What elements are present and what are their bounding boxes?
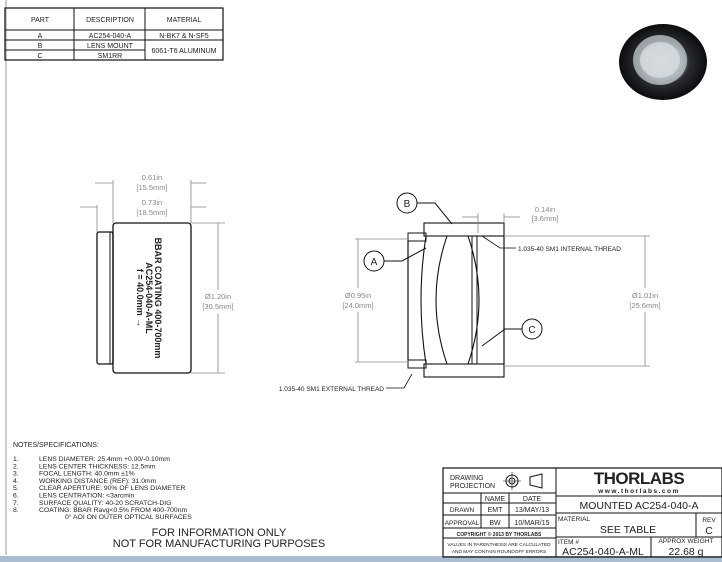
values-note-2: AND MAY CONTAIN ROUNDOFF ERRORS	[452, 549, 546, 555]
note-number: 1.	[13, 456, 19, 463]
drawn-name: EMT	[488, 507, 504, 514]
projection-label-1: DRAWING	[450, 475, 484, 482]
material-value: SEE TABLE	[600, 524, 656, 536]
name-header: NAME	[485, 496, 506, 503]
approval-label: APPROVAL	[445, 520, 480, 527]
note-number: 7.	[13, 500, 19, 507]
item-number: AC254-040-A-ML	[562, 546, 644, 558]
dim-total-length-mm: [18.5mm]	[136, 208, 167, 217]
values-note-1: VALUES IN PARENTHESIS ARE CALCULATED	[447, 542, 551, 548]
cell-material: 6061-T6 ALUMINUM	[152, 48, 217, 55]
rev-label: REV	[702, 517, 716, 524]
copyright: COPYRIGHT © 2013 BY THORLABS	[457, 531, 542, 538]
date-header: DATE	[523, 496, 541, 503]
note-text: COATING: BBAR Ravg<0.5% FROM 400-700nm	[39, 507, 187, 514]
col-header-description: DESCRIPTION	[86, 17, 134, 24]
item-label: ITEM #	[558, 539, 579, 546]
note-text: WORKING DISTANCE (REF): 31.0mm	[39, 478, 157, 485]
note-number: 3.	[13, 471, 19, 478]
drawn-label: DRAWN	[450, 507, 475, 514]
product-photo	[619, 24, 707, 100]
cell-part: A	[38, 33, 43, 40]
note-number: 6.	[13, 493, 19, 500]
dim-thread-dia-mm: [25.6mm]	[629, 301, 660, 310]
approval-name: BW	[489, 520, 501, 527]
engraving-line-1: AC254-040-A-ML	[144, 262, 154, 334]
note-text: SURFACE QUALITY: 40-20 SCRATCH-DIG	[39, 500, 171, 507]
external-thread-label: 1.035-40 SM1 EXTERNAL THREAD	[279, 386, 384, 393]
note-text: FOCAL LENGTH: 40.0mm ±1%	[39, 471, 135, 478]
engraving-line-2: BBAR COATING 400-700mm	[153, 238, 163, 359]
dim-thread-dia-in: Ø1.01in	[632, 291, 658, 300]
cell-material: N-BK7 & N-SF5	[159, 33, 209, 40]
note-number: 4.	[13, 478, 19, 485]
dim-length-in: 0.61in	[142, 173, 162, 182]
section-view: B A C 0.14in [3.6mm] 1.035-40 SM1 INTERN…	[279, 192, 664, 393]
material-label: MATERIAL	[558, 516, 590, 523]
callout-c: C	[528, 325, 535, 336]
dim-top-in: 0.14in	[535, 205, 555, 214]
title-block: DRAWING PROJECTION NAME DATE DRAWN EMT 1…	[442, 467, 722, 558]
note-8-continued: 0° AOI ON OUTER OPTICAL SURFACES	[65, 513, 192, 521]
weight-value: 22.68 g	[668, 546, 703, 558]
dim-total-length-in: 0.73in	[142, 198, 162, 207]
internal-thread-label: 1.035-40 SM1 INTERNAL THREAD	[518, 246, 621, 253]
cell-description: AC254-040-A	[89, 33, 132, 40]
drawing-title: MOUNTED AC254-040-A	[579, 500, 698, 512]
third-angle-projection-icon	[503, 472, 543, 490]
dim-length-mm: [15.5mm]	[136, 183, 167, 192]
note-number: 8.	[13, 507, 19, 514]
cell-part: B	[38, 43, 43, 50]
side-view: AC254-040-A-ML BBAR COATING 400-700mm f …	[80, 173, 236, 374]
rev-value: C	[705, 525, 713, 537]
dim-inner-dia-in: Ø0.95in	[345, 291, 371, 300]
notes: NOTES/SPECIFICATIONS: 1. LENS DIAMETER: 2…	[13, 442, 325, 550]
engraving-line-3: f = 40.0mm →	[135, 269, 145, 327]
dim-diameter-mm: [30.5mm]	[202, 302, 233, 311]
note-number: 5.	[13, 485, 19, 492]
website: www.thorlabs.com	[597, 488, 680, 495]
col-header-part: PART	[31, 17, 50, 24]
weight-label: APPROX WEIGHT	[659, 538, 714, 545]
dim-inner-dia-mm: [24.0mm]	[342, 301, 373, 310]
col-header-material: MATERIAL	[167, 17, 202, 24]
cell-part: C	[37, 53, 42, 60]
approval-date: 10/MAR/15	[514, 520, 549, 527]
cell-description: SM1RR	[98, 53, 123, 60]
dim-top-mm: [3.6mm]	[531, 214, 558, 223]
callout-a: A	[371, 257, 378, 268]
projection-label-2: PROJECTION	[450, 483, 495, 490]
bottom-scroll-bar[interactable]	[0, 556, 722, 562]
note-text: LENS DIAMETER: 25.4mm +0.00/-0.10mm	[39, 456, 170, 463]
note-number: 2.	[13, 463, 19, 470]
disclaimer-line-1: FOR INFORMATION ONLY	[152, 527, 287, 539]
cell-description: LENS MOUNT	[87, 43, 134, 50]
dim-diameter-in: Ø1.20in	[205, 292, 231, 301]
note-text: LENS CENTER THICKNESS: 12.5mm	[39, 463, 156, 470]
parts-table: PART DESCRIPTION MATERIAL A AC254-040-A …	[4, 7, 224, 61]
thorlabs-logo: THORLABS	[594, 469, 685, 488]
note-text: CLEAR APERTURE: 90% OF LENS DIAMETER	[39, 485, 186, 492]
drawn-date: 13/MAY/13	[515, 507, 549, 514]
note-text: LENS CENTRATION: <3arcmin	[39, 493, 134, 500]
callout-b: B	[404, 199, 411, 210]
disclaimer-line-2: NOT FOR MANUFACTURING PURPOSES	[113, 538, 325, 550]
notes-title: NOTES/SPECIFICATIONS:	[13, 442, 99, 449]
